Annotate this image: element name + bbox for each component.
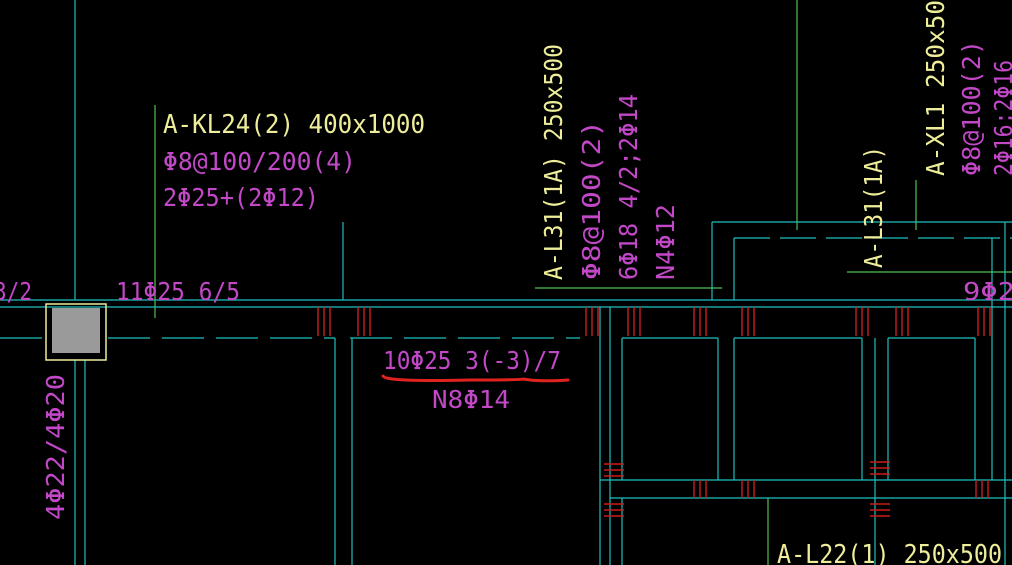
xl1-stirrup-label[interactable]: Φ8@100(2) [957,40,986,176]
right-fragment-label[interactable]: 9Φ2 [963,277,1012,306]
main-bottom-bar-label[interactable]: 10Φ25 3(-3)/7 [383,346,561,375]
left-bottom-bar-label[interactable]: 11Φ25 6/5 [116,277,240,306]
kl24-name-label[interactable]: A-KL24(2) 400x1000 [163,110,425,140]
kl24-stirrup-label[interactable]: Φ8@100/200(4) [163,147,356,176]
l31-stirrup-label[interactable]: Φ8@100(2) [577,120,606,280]
axis-lines [154,0,1012,565]
markup-underline-icon [381,374,570,383]
l31-side-label[interactable]: N4Φ12 [651,204,680,280]
rebar-marks [317,307,991,517]
l31-short-label[interactable]: A-L31(1A) [859,146,888,268]
bottom-beam-label[interactable]: A-L22(1) 250x500 [777,540,1002,565]
kl24-top-bar-label[interactable]: 2Φ25+(2Φ12) [163,183,319,212]
column-side-bar-label[interactable]: 4Φ22/4Φ20 [41,374,70,520]
l31-name-label[interactable]: A-L31(1A) 250x500 [539,44,568,280]
column-icon[interactable] [45,303,107,361]
l31-bars-label[interactable]: 6Φ18 4/2;2Φ14 [614,94,643,280]
main-side-bar-label[interactable]: N8Φ14 [432,385,510,414]
xl1-bars-label[interactable]: 2Φ16;2Φ16 [989,60,1012,176]
left-edge-fragment-label[interactable]: 3/2 [0,277,32,306]
xl1-name-label[interactable]: A-XL1 250x50 [921,0,950,176]
